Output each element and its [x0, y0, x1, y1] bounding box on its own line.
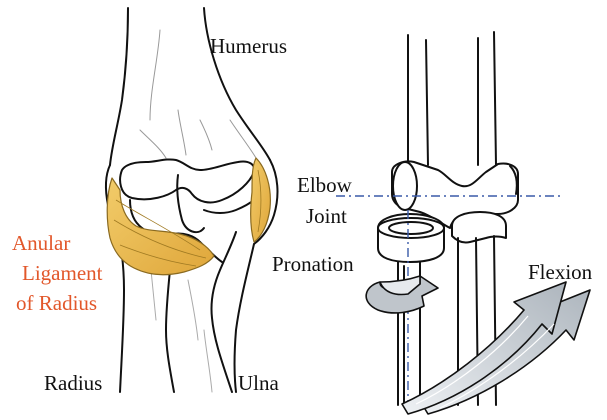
pronation-label: Pronation — [272, 253, 354, 276]
elbow-joint-label-line2: Joint — [306, 205, 347, 228]
anular-ligament — [107, 158, 270, 275]
elbow-joint-label-line1: Elbow — [297, 174, 352, 197]
anular-ligament-label-line1: Anular — [12, 232, 70, 255]
anular-ligament-label-line3: of Radius — [16, 292, 97, 315]
flexion-label: Flexion — [528, 261, 592, 284]
ulna-bone — [235, 244, 255, 392]
humerus-bone — [110, 8, 128, 165]
anular-ligament-label-line2: Ligament — [22, 262, 102, 285]
pronation-arrow — [366, 276, 438, 313]
radius-label: Radius — [44, 372, 102, 395]
humerus-label: Humerus — [210, 35, 287, 58]
upper-rod-left — [408, 35, 428, 165]
upper-rod-right — [478, 32, 496, 165]
ulna-block — [452, 212, 506, 243]
trochlea — [120, 159, 254, 202]
ulna-label: Ulna — [238, 372, 279, 395]
